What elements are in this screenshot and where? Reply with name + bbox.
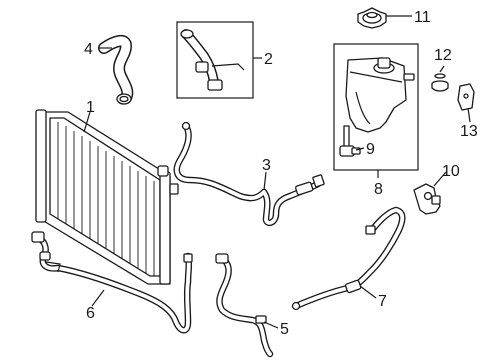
leader-lines bbox=[83, 15, 471, 329]
mount-bracket bbox=[457, 83, 475, 111]
callout-numbers: 1 2 3 4 5 6 7 8 9 10 11 12 13 bbox=[84, 9, 478, 338]
callout-11: 11 bbox=[414, 9, 431, 26]
callout-1: 1 bbox=[86, 99, 95, 116]
callout-3: 3 bbox=[262, 157, 271, 174]
callout-12: 12 bbox=[434, 47, 452, 64]
callout-4: 4 bbox=[84, 41, 93, 58]
reservoir-cap bbox=[357, 7, 387, 29]
expansion-tank bbox=[345, 57, 415, 133]
part-2-box bbox=[176, 21, 254, 99]
callout-7: 7 bbox=[378, 293, 387, 310]
coolant-pipe-3 bbox=[173, 121, 325, 227]
coolant-pipe-7 bbox=[291, 206, 406, 311]
upper-radiator-hose bbox=[98, 35, 134, 105]
part-8-box bbox=[333, 43, 419, 171]
callout-13: 13 bbox=[460, 123, 478, 140]
callout-8: 8 bbox=[374, 181, 383, 198]
coolant-line-6 bbox=[31, 231, 193, 334]
callout-10: 10 bbox=[442, 163, 460, 180]
radiator bbox=[35, 109, 179, 285]
callout-5: 5 bbox=[280, 321, 289, 338]
callout-2: 2 bbox=[264, 51, 273, 68]
radiator-fins bbox=[57, 122, 155, 276]
callout-6: 6 bbox=[86, 305, 95, 322]
coolant-pipe-5 bbox=[215, 253, 274, 358]
callout-9: 9 bbox=[366, 141, 375, 158]
level-sensor bbox=[339, 125, 361, 157]
plug bbox=[431, 73, 449, 92]
pipe-bracket bbox=[413, 183, 441, 215]
hose-connector bbox=[180, 29, 245, 91]
